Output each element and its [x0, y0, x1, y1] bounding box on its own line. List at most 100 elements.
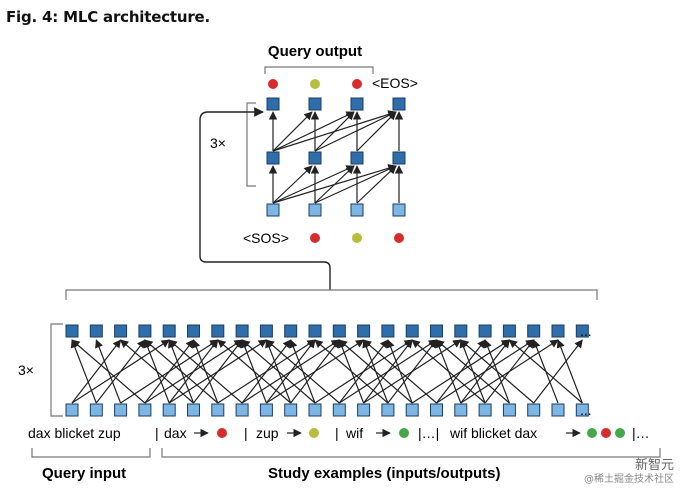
token-dot [394, 233, 404, 243]
encoder-top-square [187, 324, 200, 338]
decoder-arrows [268, 110, 404, 204]
encoder-top-square [89, 324, 103, 338]
encoder-top-square [114, 324, 128, 338]
arrow [356, 165, 397, 204]
token-dot [615, 428, 625, 438]
decoder-title-bracket [264, 66, 374, 74]
encoder-input-square [381, 403, 395, 417]
decoder-mid-square [392, 151, 406, 165]
arrow [272, 111, 355, 152]
encoder-top-square [527, 324, 541, 338]
encoder-top-square [381, 324, 395, 338]
decoder-output-dots [268, 79, 362, 89]
encoder-input-square [332, 403, 346, 417]
decoder-layer-bracket [246, 102, 256, 187]
encoder-input-square [65, 403, 79, 417]
study-examples-label: Study examples (inputs/outputs) [268, 465, 501, 482]
encoder-top-square [430, 324, 443, 338]
encoder-input-square [138, 403, 152, 417]
token-separator: | [335, 425, 339, 441]
arrow [265, 339, 340, 404]
encoder-input-square [551, 403, 565, 417]
encoder-input-square [478, 403, 492, 417]
encoder-input-square [114, 403, 128, 417]
encoder-top-square [575, 324, 589, 338]
encoder-top-bracket [65, 289, 598, 300]
encoder-top-square [138, 324, 152, 338]
token-dot [587, 428, 597, 438]
token-trailing-ellipsis: |… [632, 425, 650, 441]
arrow [556, 339, 583, 404]
encoder-top-square [211, 324, 225, 338]
token-dot [352, 79, 362, 89]
token-dot [352, 233, 362, 243]
decoder-top-square [350, 97, 364, 111]
token-separator-ellipsis: |…| [418, 425, 439, 441]
encoder-squares [65, 324, 589, 417]
token-separator: | [155, 425, 159, 441]
encoder-layer-bracket [50, 323, 63, 417]
arrow [290, 339, 340, 404]
token-dot [601, 428, 611, 438]
arrow [241, 339, 316, 404]
encoder-top-square [162, 324, 176, 338]
arrow [71, 339, 146, 404]
example-output-dots [217, 428, 625, 438]
encoder-input-square [308, 403, 322, 417]
encoder-top-square [405, 324, 419, 338]
query-input-label: Query input [42, 465, 126, 482]
arrow [363, 339, 413, 404]
arrow [508, 339, 583, 404]
encoder-top-ellipsis: ... [580, 323, 592, 339]
encoder-input-square [259, 403, 273, 417]
token-dot [310, 79, 320, 89]
encoder-top-square [502, 324, 516, 338]
encoder-top-square [357, 324, 371, 338]
decoder-input-square [266, 203, 280, 217]
encoder-top-square [332, 324, 346, 338]
arrow [193, 339, 243, 404]
encoder-input-square [527, 403, 541, 417]
arrow [70, 339, 97, 404]
watermark: 新智元 @稀土掘金技术社区 [584, 458, 674, 486]
encoder-to-decoder-connection [199, 107, 331, 290]
decoder-top-square [392, 97, 406, 111]
sos-token: <SOS> [243, 230, 289, 246]
encoder-input-square [454, 403, 468, 417]
token-query: dax blicket zup [28, 425, 121, 441]
decoder-mid-square [266, 151, 280, 165]
decoder-top-square [266, 97, 280, 111]
arrow [272, 111, 313, 152]
encoder-top-square [478, 324, 492, 338]
decoder-top-square [308, 97, 322, 111]
arrow [217, 339, 292, 404]
encoder-top-square [551, 324, 565, 338]
encoder-bottom-ellipsis: ... [580, 402, 592, 418]
arrow [314, 111, 397, 152]
decoder-mid-square [308, 151, 322, 165]
encoder-input-square [89, 403, 103, 417]
encoder-input-square [187, 403, 200, 417]
arrow [265, 339, 316, 404]
token-dot [309, 428, 319, 438]
encoder-top-square [308, 324, 322, 338]
arrow [533, 339, 583, 404]
arrow [314, 339, 389, 404]
arrow [168, 339, 243, 404]
arrow [272, 165, 313, 204]
encoder-top-square [235, 324, 249, 338]
arrow [387, 339, 438, 404]
encoder-input-square [405, 403, 419, 417]
token-dot [399, 428, 409, 438]
token-dot [268, 79, 278, 89]
encoder-input-square [284, 403, 298, 417]
token-wif: wif [345, 425, 363, 441]
encoder-input-square [211, 403, 225, 417]
arrow [119, 339, 194, 404]
arrow [435, 339, 510, 404]
decoder-input-square [308, 203, 322, 217]
arrow [144, 339, 219, 404]
encoder-top-square [454, 324, 468, 338]
token-zup: zup [256, 425, 279, 441]
encoder-top-square [284, 324, 298, 338]
